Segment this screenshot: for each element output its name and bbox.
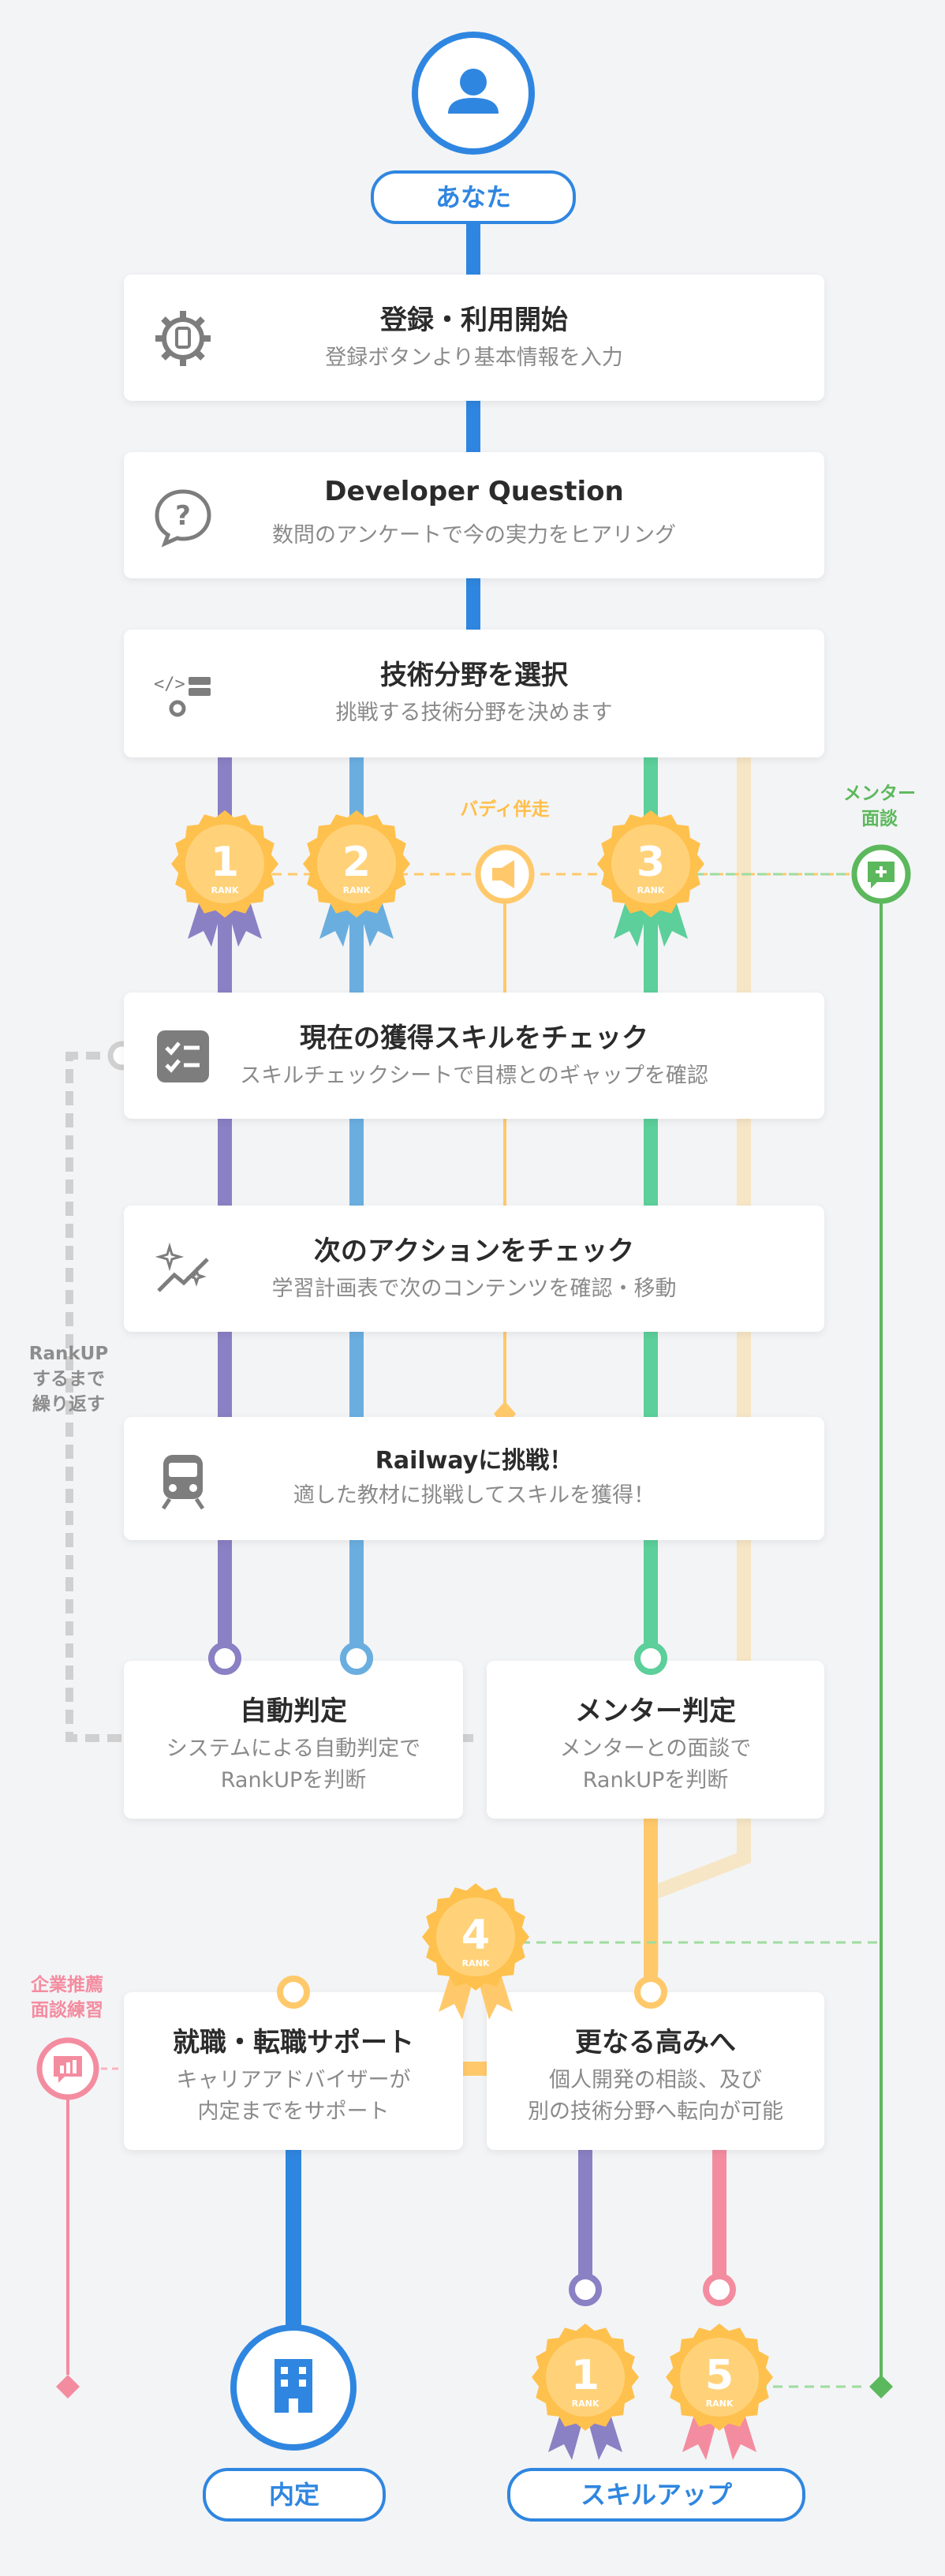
train-icon [161, 1455, 205, 1510]
medal-number: 1 [211, 839, 239, 886]
higher-title: 更なる高みへ [575, 2027, 736, 2058]
gear-icon [155, 311, 211, 366]
higher-sub1: 個人開発の相談、及び [549, 2068, 762, 2092]
medal-number: 1 [571, 2352, 599, 2399]
medal-rank-text: RANK [572, 2398, 599, 2409]
mentor-judge-title: メンター判定 [575, 1696, 736, 1727]
user-avatar [410, 30, 536, 156]
nextaction-card: 次のアクションをチェック 学習計画表で次のコンテンツを確認・移動 [124, 1206, 824, 1332]
checklist-icon [157, 1030, 209, 1082]
higher-card: 更なる高みへ 個人開発の相談、及び 別の技術分野へ転向が可能 [487, 1992, 824, 2150]
code-server-icon: </> [154, 675, 211, 717]
job-support-title: 就職・転職サポート [173, 2027, 414, 2058]
medal-number: 4 [461, 1912, 490, 1959]
svg-text:</>: </> [154, 675, 185, 694]
railway-card: Railwayに挑戦！ 適した教材に挑戦してスキルを獲得！ [124, 1417, 824, 1540]
mentor-label-1: メンター [843, 783, 916, 804]
railway-sub: 適した教材に挑戦してスキルを獲得！ [293, 1483, 656, 1508]
medal-rank-text: RANK [343, 885, 371, 895]
mentor-judge-card: メンター判定 メンターとの面談で RankUPを判断 [487, 1661, 824, 1819]
select-title: 技術分野を選択 [380, 660, 568, 691]
offer-icon-wrap [229, 2323, 358, 2452]
mentor-label-2: 面談 [861, 809, 898, 829]
select-sub: 挑戦する技術分野を決めます [335, 701, 613, 725]
medal-number: 5 [705, 2352, 734, 2399]
nextaction-title: 次のアクションをチェック [313, 1236, 635, 1267]
medal-rank-text: RANK [706, 2398, 734, 2409]
medal-rank-text: RANK [637, 885, 665, 895]
buddy-label: バディ伴走 [460, 799, 550, 820]
loop-label-1: RankUP [28, 1344, 109, 1364]
railway-title: Railwayに挑戦！ [375, 1447, 573, 1475]
corp-label-1: 企業推薦 [31, 1975, 103, 1995]
job-support-sub1: キャリアアドバイザーが [176, 2068, 411, 2092]
offer-label: 内定 [203, 2468, 386, 2522]
medal-number: 2 [342, 839, 371, 886]
loop-label-3: 繰り返す [32, 1394, 105, 1415]
medal-number: 3 [637, 839, 665, 886]
auto-judge-sub2: RankUPを判断 [220, 1768, 367, 1793]
auto-judge-title: 自動判定 [240, 1696, 347, 1727]
job-support-sub2: 内定までをサポート [197, 2099, 390, 2124]
register-card: 登録・利用開始 登録ボタンより基本情報を入力 [124, 275, 824, 401]
person-icon [412, 32, 535, 155]
register-title: 登録・利用開始 [380, 305, 568, 336]
skillup-label: スキルアップ [507, 2468, 805, 2522]
auto-judge-sub1: システムによる自動判定で [166, 1737, 421, 1761]
nextaction-sub: 学習計画表で次のコンテンツを確認・移動 [271, 1277, 677, 1301]
corp-label-2: 面談練習 [31, 2000, 103, 2021]
svg-text:?: ? [175, 500, 191, 532]
question-sub: 数問のアンケートで今の実力をヒアリング [272, 523, 676, 548]
skillcheck-sub: スキルチェックシートで目標とのギャップを確認 [240, 1064, 708, 1088]
auto-judge-card: 自動判定 システムによる自動判定で RankUPを判断 [124, 1661, 463, 1819]
job-support-card: 就職・転職サポート キャリアアドバイザーが 内定までをサポート [124, 1992, 463, 2150]
mentor-judge-sub2: RankUPを判断 [582, 1768, 729, 1793]
loop-label-2: するまで [32, 1369, 105, 1389]
question-card: ? Developer Question 数問のアンケートで今の実力をヒアリング [124, 452, 824, 578]
skillcheck-title: 現在の獲得スキルをチェック [300, 1023, 648, 1054]
higher-sub2: 別の技術分野へ転向が可能 [528, 2099, 783, 2124]
select-card: </> 技術分野を選択 挑戦する技術分野を決めます [124, 630, 824, 757]
question-title: Developer Question [324, 476, 624, 507]
sparkle-icon [155, 1242, 209, 1292]
question-bubble-icon: ? [155, 489, 211, 548]
building-icon [230, 2324, 357, 2451]
register-sub: 登録ボタンより基本情報を入力 [325, 346, 623, 370]
medal-rank-text: RANK [211, 885, 239, 895]
medal-rank-text: RANK [462, 1958, 490, 1968]
start-label: あなた [371, 170, 576, 224]
skillcheck-card: 現在の獲得スキルをチェック スキルチェックシートで目標とのギャップを確認 [124, 993, 824, 1119]
mentor-judge-sub1: メンターとの面談で [559, 1737, 752, 1761]
